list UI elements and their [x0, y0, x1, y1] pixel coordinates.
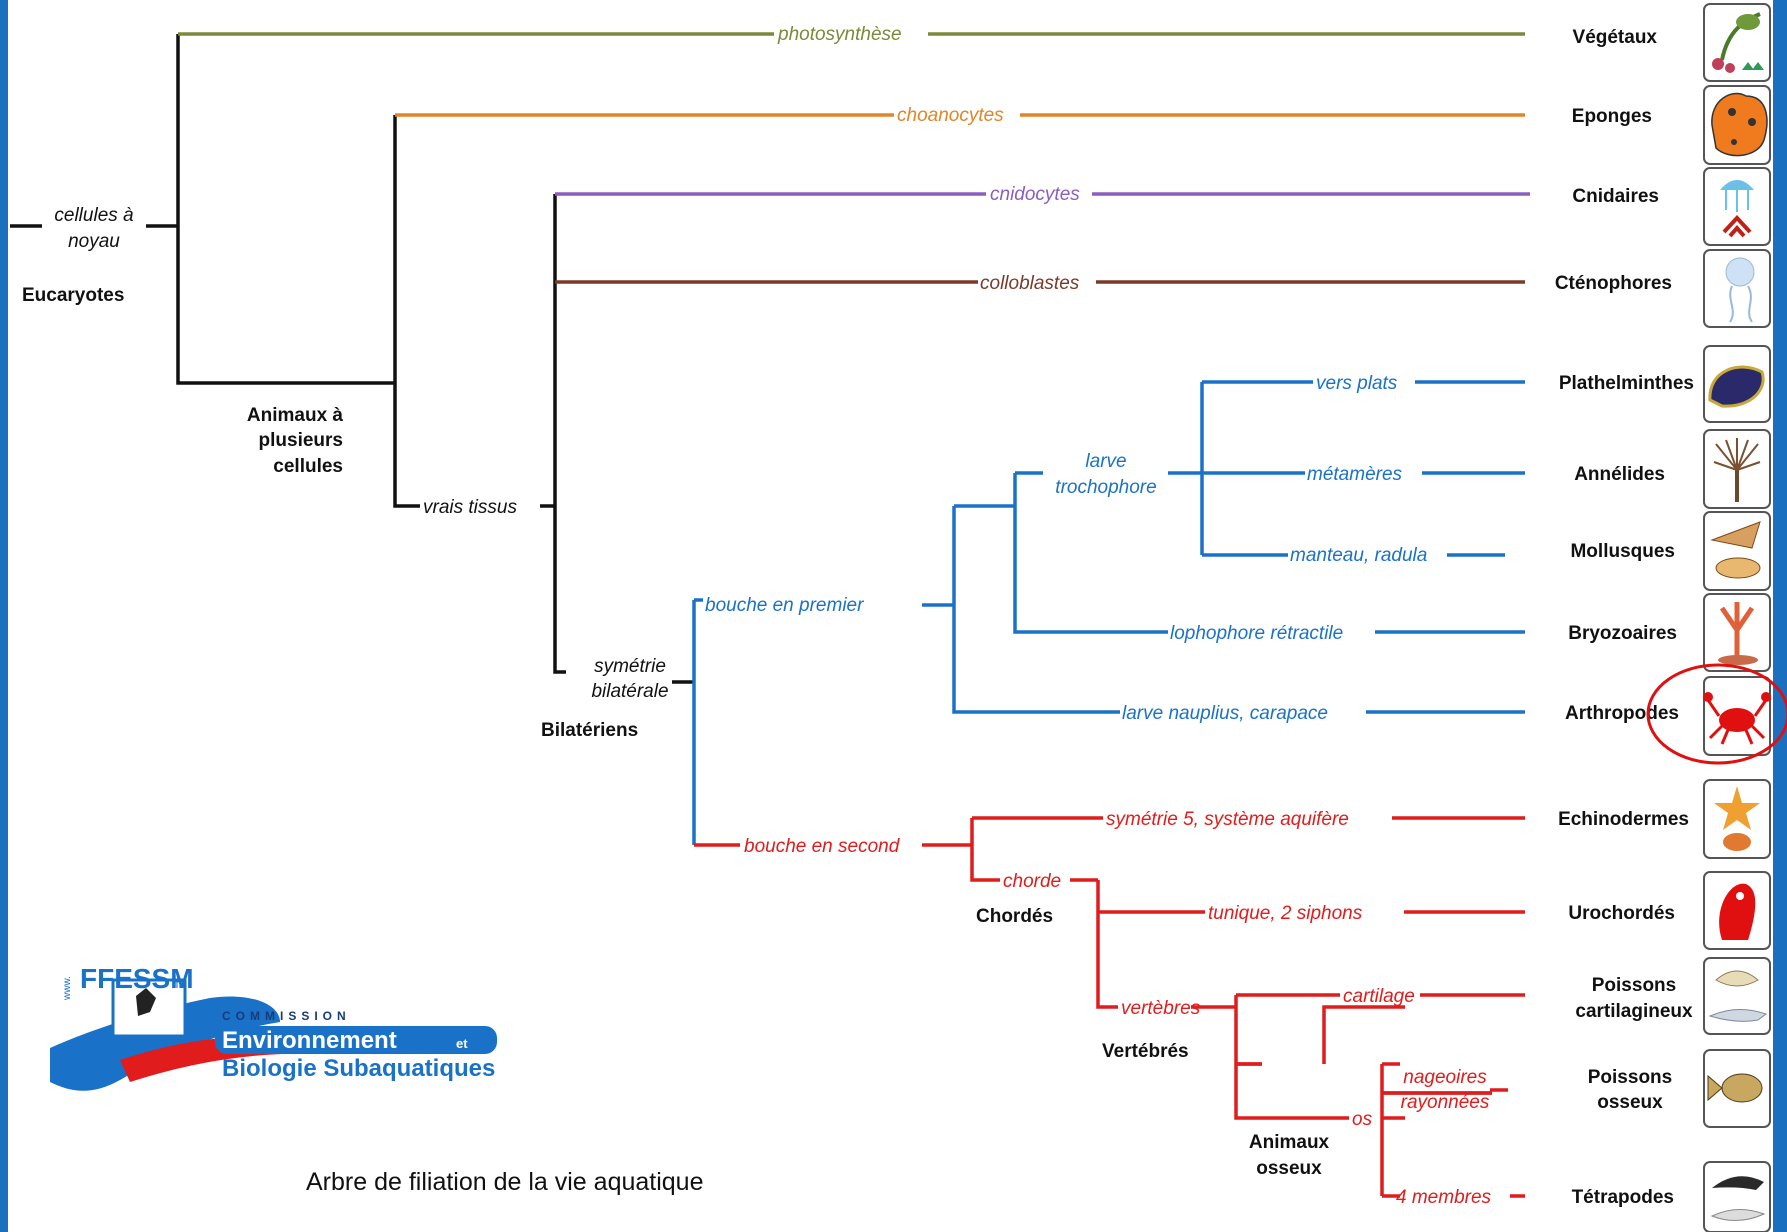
trait-lophophore: lophophore rétractile [1170, 623, 1343, 644]
trait-cartilage: cartilage [1343, 986, 1415, 1007]
trait-vers-plats: vers plats [1316, 373, 1398, 394]
taxon-urochordes: Urochordés [1568, 903, 1675, 924]
logo-line2: Biologie Subaquatiques [222, 1055, 495, 1082]
taxon-echinodermes: Echinodermes [1558, 809, 1689, 830]
branch-root [10, 34, 566, 674]
starfish-icon [1703, 779, 1771, 859]
clade-vertebres: Vertébrés [1102, 1041, 1189, 1062]
logo-line1: Environnement [222, 1027, 397, 1054]
crab-icon [1703, 676, 1771, 756]
logo-brand-suffix: .fr [172, 977, 183, 991]
logo-commission: COMMISSION [222, 1009, 351, 1023]
ffessm-logo: FFESSM .fr www. COMMISSION Environnement… [50, 963, 497, 1091]
trait-vrais-tissus: vrais tissus [423, 497, 517, 518]
sea-squirt-icon [1703, 871, 1771, 950]
taxon-ctenophores: Cténophores [1555, 273, 1672, 294]
logo-www: www. [62, 976, 73, 1001]
taxon-mollusques: Mollusques [1570, 541, 1675, 562]
ray-shark-icon [1703, 957, 1771, 1035]
trait-os: os [1352, 1109, 1373, 1130]
taxon-tetrapodes: Tétrapodes [1572, 1187, 1674, 1208]
taxon-arthropodes: Arthropodes [1565, 703, 1679, 724]
branch-os-split [1380, 1062, 1525, 1198]
bryozoan-icon [1703, 593, 1771, 672]
trait-bouche-second: bouche en second [744, 836, 901, 857]
clade-chordes: Chordés [976, 906, 1053, 927]
comb-jelly-icon [1703, 249, 1771, 328]
trait-metameres: métamères [1307, 464, 1403, 485]
logo-brand: FFESSM [80, 963, 194, 994]
trait-cnidocytes: cnidocytes [990, 184, 1080, 205]
trait-nauplius: larve nauplius, carapace [1122, 703, 1328, 724]
plant-icon [1703, 3, 1771, 82]
trait-tunique: tunique, 2 siphons [1208, 903, 1363, 924]
taxon-eponges: Eponges [1572, 106, 1652, 127]
highlight-ring [1646, 663, 1787, 765]
logo-line1b: et [456, 1036, 468, 1051]
trait-manteau: manteau, radula [1290, 545, 1427, 566]
clade-eucaryotes: Eucaryotes [22, 285, 124, 306]
mollusc-icon [1703, 511, 1771, 591]
taxon-icons [1703, 3, 1771, 1232]
trait-photosynthese: photosynthèse [777, 24, 902, 45]
dolphin-icon [1703, 1161, 1771, 1232]
sponge-icon [1703, 85, 1771, 165]
taxon-vegetaux: Végétaux [1573, 27, 1658, 48]
taxon-cnidaires: Cnidaires [1572, 186, 1659, 207]
trait-symetrie5: symétrie 5, système aquifère [1106, 809, 1349, 830]
branch-protostomes [692, 380, 1525, 845]
flatworm-icon [1703, 345, 1771, 423]
trait-vertebres: vertèbres [1121, 998, 1201, 1019]
diagram-title: Arbre de filiation de la vie aquatique [306, 1168, 704, 1196]
jellyfish-icon [1703, 167, 1771, 246]
taxon-plathelminthes: Plathelminthes [1559, 373, 1694, 394]
trait-membres: 4 membres [1396, 1187, 1492, 1208]
bony-fish-icon [1703, 1049, 1771, 1128]
trait-chorde: chorde [1003, 871, 1061, 892]
clade-bilateriens: Bilatériens [541, 720, 638, 741]
trait-colloblastes: colloblastes [980, 273, 1080, 294]
taxon-annelides: Annélides [1574, 464, 1665, 485]
trait-bouche-premier: bouche en premier [705, 595, 864, 616]
trait-choanocytes: choanocytes [897, 105, 1004, 126]
tubeworm-icon [1703, 429, 1771, 509]
taxon-bryozoaires: Bryozoaires [1568, 623, 1677, 644]
branch-deuterostomes [694, 818, 1525, 1232]
